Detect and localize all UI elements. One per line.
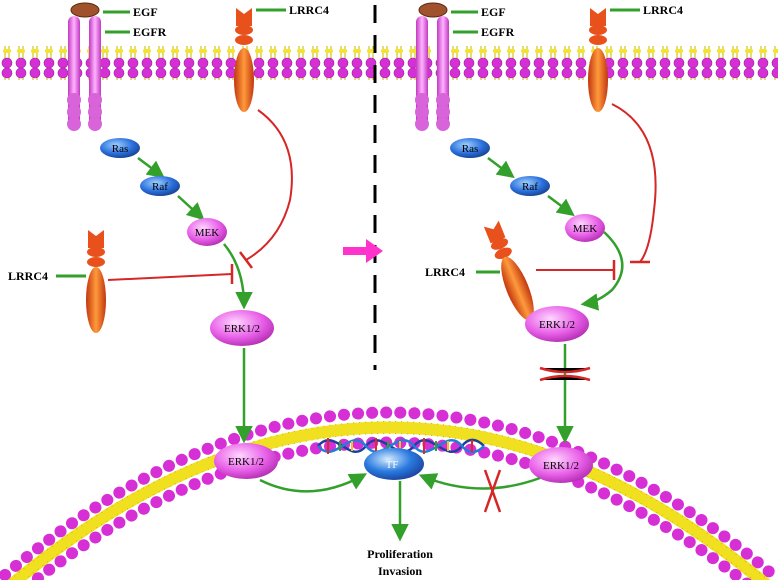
mek-node-left [187,218,227,246]
mek-to-erk-arrow-right [580,231,624,311]
erk-nuc-text-right: ERK1/2 [543,460,579,472]
mek-text-right: MEK [573,223,598,235]
egf-label-right: EGF [481,5,506,19]
tf-activation-blocked-cross-right [483,469,502,513]
erk-to-tf-arrow-left [259,473,368,493]
ras-node-right [450,138,490,158]
egfr-receptor-right [415,16,450,131]
raf-node-right [510,176,550,196]
lrrc4-receptor-side-left [86,230,106,333]
ras-node-left [100,138,140,158]
erk-to-tf-arrow-right [418,473,541,490]
translocation-blocked-cross-right [539,366,591,382]
egf-ligand-right [418,2,448,18]
ras-to-raf-arrow-left [137,157,165,179]
lrrc4-receptor-top-right [588,8,608,112]
lrrc4-receptor-top-left [234,8,254,112]
erk-cyto-text-right: ERK1/2 [539,319,575,331]
right-panel: EGF EGFR LRRC4 Ras Raf MEK LRRC4 [415,2,683,513]
egf-ligand-left [70,2,100,18]
ras-text-left: Ras [112,143,129,155]
raf-to-mek-arrow-right [547,195,575,217]
erk-nuc-text-left: ERK1/2 [228,456,264,468]
lrrc4-side-label-right: LRRC4 [425,265,465,279]
tf-text: TF [386,459,399,471]
raf-to-mek-arrow-left [177,195,205,221]
transition-arrow [343,239,383,263]
erk-nuc-node-right [529,447,593,483]
egfr-receptor-left [67,16,102,131]
mek-node-right [565,214,605,242]
mek-to-erk-arrow-left [223,243,253,310]
lrrc4-receptor-side-right [483,220,534,321]
lrrc4-inhibition-top-right [611,103,657,263]
lrrc4-top-label-right: LRRC4 [643,3,683,17]
egfr-label-left: EGFR [133,25,167,39]
outcome-invasion: Invasion [378,564,422,578]
erk-nuc-node-left [214,443,278,479]
egf-label-left: EGF [133,5,158,19]
mek-text-left: MEK [195,227,220,239]
tf-node [364,448,424,480]
outcome-proliferation: Proliferation [367,547,433,561]
egfr-label-right: EGFR [481,25,515,39]
lrrc4-inhibition-top-left [245,109,293,261]
raf-text-right: Raf [522,181,538,193]
ras-text-right: Ras [462,143,479,155]
lrrc4-top-label-left: LRRC4 [289,3,329,17]
erk-cyto-node-right [525,306,589,342]
plasma-membrane [0,46,778,80]
ras-to-raf-arrow-right [487,157,515,179]
lrrc4-inhibition-side-left [107,273,233,281]
lrrc4-side-label-left: LRRC4 [8,269,48,283]
erk-cyto-node-left [210,310,274,346]
erk-cyto-text-left: ERK1/2 [224,323,260,335]
raf-text-left: Raf [152,181,168,193]
left-panel: EGF EGFR LRRC4 Ras Raf MEK [8,2,368,493]
raf-node-left [140,176,180,196]
dna-helix [317,438,485,454]
